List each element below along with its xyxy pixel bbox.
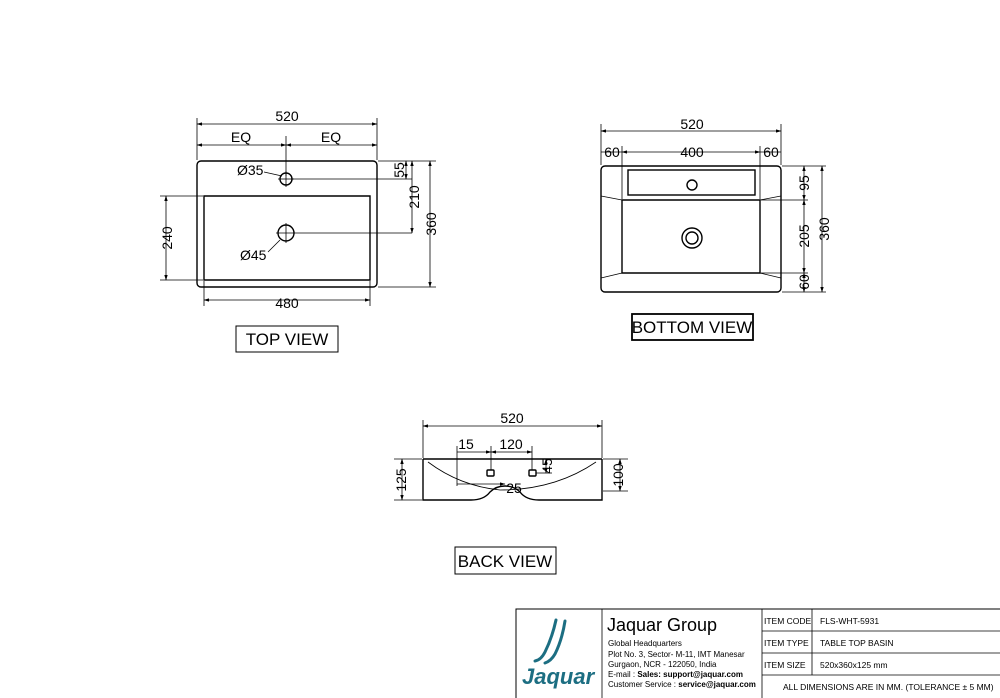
title-block: Jaquar Jaquar Group Global Headquarters … <box>515 608 1000 698</box>
bowl-depth-label: 240 <box>159 226 175 250</box>
service-prefix: Customer Service : <box>608 680 678 689</box>
bottom-view-front-recess <box>627 169 756 196</box>
back-view-outline <box>422 459 603 501</box>
bottom-view: 520 60 400 60 95 205 60 360 BOTTOM VIEW <box>600 116 832 341</box>
bottom-top-band-label: 95 <box>796 175 812 191</box>
top-view-label-box <box>235 325 339 353</box>
bottom-left-margin-label: 60 <box>604 144 620 160</box>
item-size-value: 520x360x125 mm <box>820 660 888 670</box>
hq-label: Global Headquarters <box>608 639 682 648</box>
bottom-view-label-box <box>631 313 754 341</box>
top-view-outline <box>196 160 378 288</box>
back-view-bowl-curve <box>427 461 597 491</box>
item-code-label: ITEM CODE <box>764 616 812 626</box>
bowl-width-label: 480 <box>275 295 299 311</box>
waste-offset-label: 210 <box>406 185 422 209</box>
tap-offset-label: 55 <box>391 162 407 178</box>
jaquar-logo: Jaquar <box>522 618 596 689</box>
bottom-view-outline <box>600 165 782 293</box>
bottom-view-label: BOTTOM VIEW <box>632 318 753 337</box>
back-view-overflow-right <box>528 469 537 477</box>
back-view: 520 15 120 45 25 125 100 BACK VIEW <box>393 410 628 575</box>
sales-prefix: E-mail : <box>608 670 637 679</box>
bottom-depth-label: 360 <box>816 217 832 241</box>
bottom-bottom-band-label: 60 <box>796 274 812 290</box>
back-spacing-120-label: 120 <box>499 436 523 452</box>
eq-right-label: EQ <box>321 129 341 145</box>
title-block-frame <box>515 608 1000 698</box>
top-depth-label: 360 <box>423 212 439 236</box>
item-type-value: TABLE TOP BASIN <box>820 638 894 648</box>
service-email: service@jaquar.com <box>678 680 756 689</box>
back-dim-25-label: 25 <box>506 480 522 496</box>
bottom-right-margin-label: 60 <box>763 144 779 160</box>
back-height-100-label: 100 <box>610 463 626 487</box>
back-offset-15-label: 15 <box>458 436 474 452</box>
top-view-bowl <box>203 195 371 281</box>
waste-hole-label: Ø45 <box>240 247 267 263</box>
tap-hole-label: Ø35 <box>237 162 264 178</box>
company-name: Jaquar Group <box>607 615 717 635</box>
back-height-125-label: 125 <box>393 468 409 492</box>
bottom-width-label: 520 <box>680 116 704 132</box>
back-view-overflow-left <box>486 469 495 477</box>
address-line-1: Plot No. 3, Sector- M-11, IMT Manesar <box>608 650 745 659</box>
item-size-label: ITEM SIZE <box>764 660 806 670</box>
dimensions-note: ALL DIMENSIONS ARE IN MM. (TOLERANCE ± 5… <box>783 682 994 692</box>
service-line: Customer Service : service@jaquar.com <box>608 680 756 689</box>
eq-left-label: EQ <box>231 129 251 145</box>
bottom-waste-inner <box>685 231 699 245</box>
sales-email: Sales: support@jaquar.com <box>637 670 743 679</box>
item-type-label: ITEM TYPE <box>764 638 809 648</box>
top-width-label: 520 <box>275 108 299 124</box>
sales-line: E-mail : Sales: support@jaquar.com <box>608 670 743 679</box>
bottom-center-width-label: 400 <box>680 144 704 160</box>
back-view-label-box <box>454 546 557 575</box>
logo-text: Jaquar <box>522 664 596 689</box>
back-view-label: BACK VIEW <box>458 552 552 571</box>
top-view: 520 EQ EQ Ø35 Ø45 55 210 360 240 <box>159 108 439 353</box>
back-height-45-label: 45 <box>539 458 555 474</box>
bottom-middle-band-label: 205 <box>796 224 812 248</box>
back-width-label: 520 <box>500 410 524 426</box>
item-code-value: FLS-WHT-5931 <box>820 616 879 626</box>
bottom-tap-hole <box>686 179 698 191</box>
address-line-2: Gurgaon, NCR - 122050, India <box>608 660 717 669</box>
bottom-view-bowl <box>621 199 761 274</box>
top-view-label: TOP VIEW <box>246 330 329 349</box>
bottom-waste-outer <box>681 227 703 249</box>
